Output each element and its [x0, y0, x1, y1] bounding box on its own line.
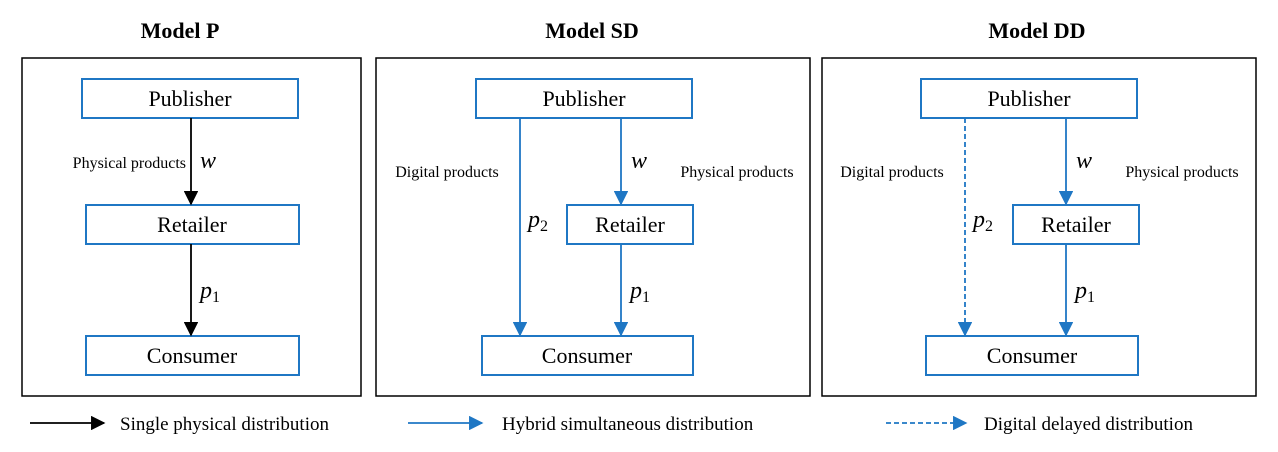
label-physical-products: Physical products — [73, 155, 186, 172]
var-w: w — [200, 148, 216, 174]
panel-model-sd: Model SD Publisher Retailer Consumer Dig… — [375, 18, 811, 397]
label-digital-products: Digital products — [395, 164, 499, 181]
legend-label: Hybrid simultaneous distribution — [502, 414, 754, 435]
legend-label: Digital delayed distribution — [984, 414, 1193, 435]
legend-label: Single physical distribution — [120, 414, 329, 435]
label-digital-products: Digital products — [840, 164, 944, 181]
panel-frame — [821, 57, 1257, 397]
svg-text:Publisher: Publisher — [148, 86, 232, 111]
panel-title: Model P — [141, 18, 220, 43]
svg-text:Retailer: Retailer — [157, 212, 227, 237]
var-p1: p1 — [198, 278, 220, 306]
svg-text:Retailer: Retailer — [595, 212, 665, 237]
panel-model-dd: Model DD Publisher Retailer Consumer Dig… — [821, 18, 1257, 397]
label-physical-products: Physical products — [1125, 164, 1238, 181]
panel-title: Model SD — [545, 18, 639, 43]
svg-text:Consumer: Consumer — [987, 343, 1078, 368]
legend-item-digital-delayed: Digital delayed distribution — [886, 414, 1193, 435]
node-consumer: Consumer — [481, 335, 694, 376]
svg-text:Publisher: Publisher — [542, 86, 626, 111]
node-consumer: Consumer — [925, 335, 1139, 376]
legend-item-hybrid-simultaneous: Hybrid simultaneous distribution — [408, 414, 754, 435]
var-w: w — [1076, 148, 1092, 174]
svg-text:Consumer: Consumer — [147, 343, 238, 368]
node-consumer: Consumer — [85, 335, 300, 376]
var-p2: p2 — [971, 207, 993, 235]
panel-frame — [21, 57, 362, 397]
node-retailer: Retailer — [1012, 204, 1140, 245]
panel-frame — [375, 57, 811, 397]
panel-model-p: Model P Publisher Retailer Consumer Phys… — [21, 18, 362, 397]
legend-item-single-physical: Single physical distribution — [30, 414, 329, 435]
svg-text:Consumer: Consumer — [542, 343, 633, 368]
node-publisher: Publisher — [81, 78, 299, 119]
svg-text:Retailer: Retailer — [1041, 212, 1111, 237]
var-p2: p2 — [526, 207, 548, 235]
var-w: w — [631, 148, 647, 174]
legend: Single physical distribution Hybrid simu… — [30, 414, 1193, 435]
node-publisher: Publisher — [475, 78, 693, 119]
svg-text:Publisher: Publisher — [987, 86, 1071, 111]
var-p1: p1 — [1073, 278, 1095, 306]
var-p1: p1 — [628, 278, 650, 306]
node-retailer: Retailer — [566, 204, 694, 245]
node-publisher: Publisher — [920, 78, 1138, 119]
label-physical-products: Physical products — [680, 164, 793, 181]
panel-title: Model DD — [988, 18, 1085, 43]
node-retailer: Retailer — [85, 204, 300, 245]
